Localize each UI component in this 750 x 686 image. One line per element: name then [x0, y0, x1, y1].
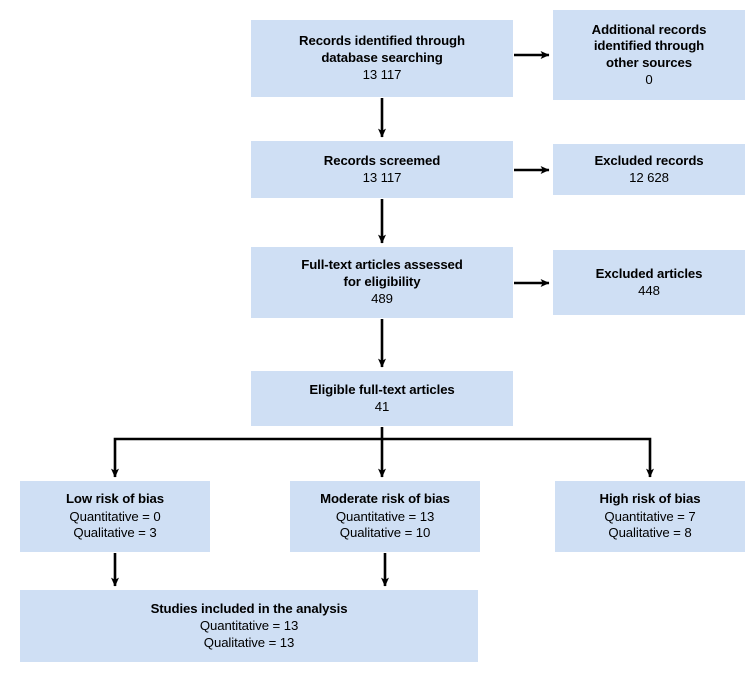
node-value: 448	[638, 283, 660, 298]
node-excluded-articles: Excluded articles 448	[553, 250, 745, 315]
node-qualitative: Qualitative = 10	[339, 525, 431, 541]
node-moderate-risk-of-bias: Moderate risk of bias Quantitative = 13 …	[290, 481, 480, 552]
node-quantitative: Quantitative = 0	[69, 508, 161, 524]
node-eligible-fulltext: Eligible full-text articles 41	[251, 371, 513, 426]
node-qualitative: Qualitative = 3	[73, 525, 157, 541]
node-records-screened: Records screemed 13 117	[251, 141, 513, 198]
node-title: Studies included in the analysis	[150, 600, 348, 616]
node-value: 13 117	[362, 67, 402, 83]
arrow-eligible-to-high-risk	[382, 437, 654, 478]
node-title: High risk of bias	[599, 491, 701, 507]
node-quantitative: Quantitative = 7	[604, 508, 696, 524]
node-title: Moderate risk of bias	[320, 491, 450, 507]
node-value: 12 628	[629, 170, 669, 185]
node-title: Eligible full-text articles	[309, 381, 455, 397]
node-excluded-records: Excluded records 12 628	[553, 144, 745, 195]
node-studies-included: Studies included in the analysis Quantit…	[20, 590, 478, 662]
node-value: 41	[374, 399, 390, 414]
node-quantitative: Quantitative = 13	[199, 618, 299, 634]
node-low-risk-of-bias: Low risk of bias Quantitative = 0 Qualit…	[20, 481, 210, 552]
node-qualitative: Qualitative = 13	[203, 634, 295, 650]
node-quantitative: Quantitative = 13	[335, 508, 435, 524]
node-title: Excluded records	[594, 152, 704, 168]
node-high-risk-of-bias: High risk of bias Quantitative = 7 Quali…	[555, 481, 745, 552]
arrow-eligible-to-low-risk	[111, 427, 384, 478]
node-value: 13 117	[362, 170, 402, 185]
node-qualitative: Qualitative = 8	[608, 525, 692, 541]
node-value: 489	[371, 291, 393, 307]
node-value: 0	[645, 72, 653, 87]
node-title: Low risk of bias	[65, 491, 165, 507]
node-title: Excluded articles	[595, 265, 703, 281]
node-title: Records screemed	[323, 152, 441, 168]
